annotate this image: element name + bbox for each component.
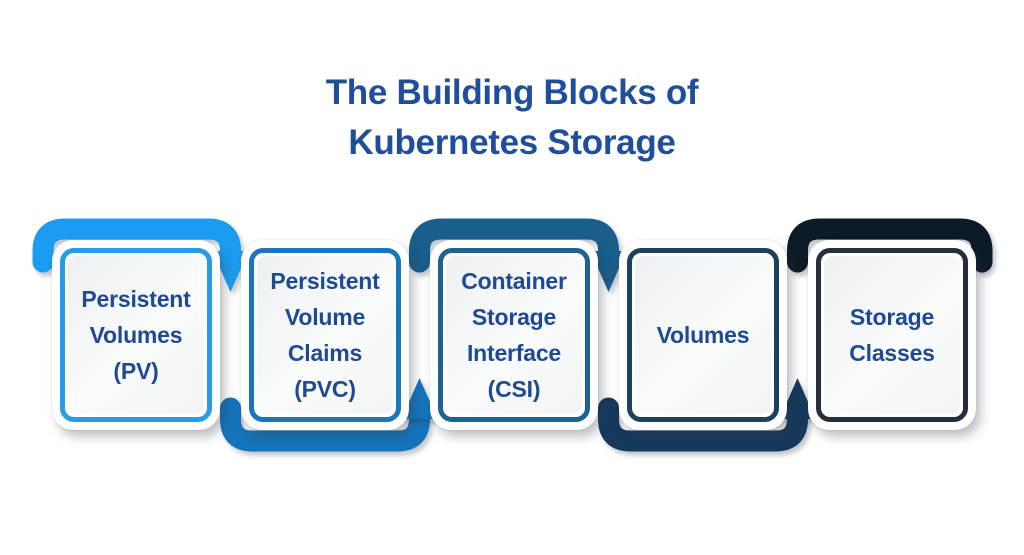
- page-title-line-1: The Building Blocks of: [325, 73, 699, 112]
- arrowhead-down-3-4-icon: [590, 251, 627, 292]
- bracket-arc-2: [220, 397, 430, 452]
- card-border-5: Storage Classes: [816, 248, 968, 422]
- card-label-line: Storage: [849, 304, 935, 330]
- arrowhead-down-1-2-icon: [212, 251, 249, 292]
- card-volumes: Volumes: [619, 240, 787, 430]
- card-label-line: (PV): [113, 358, 159, 384]
- card-content-3: Container Storage Interface (CSI): [446, 256, 582, 414]
- card-border-3: Container Storage Interface (CSI): [438, 248, 590, 422]
- card-label-line: Interface: [466, 340, 562, 366]
- card-label-line: Volume: [284, 304, 366, 330]
- page-title-line-2: Kubernetes Storage: [348, 122, 676, 162]
- arrowhead-up-2-3-icon: [401, 378, 438, 419]
- arrowhead-up-4-5-icon: [779, 378, 816, 419]
- card-container-storage-interface: Container Storage Interface (CSI): [430, 240, 598, 430]
- bracket-arc-3: [409, 218, 619, 273]
- card-content-4: Volumes: [635, 256, 771, 414]
- card-border-4: Volumes: [627, 248, 779, 422]
- card-persistent-volumes: Persistent Volumes (PV): [52, 240, 220, 430]
- card-border-1: Persistent Volumes (PV): [60, 248, 212, 422]
- card-border-2: Persistent Volume Claims (PVC): [249, 248, 401, 422]
- card-persistent-volume-claims: Persistent Volume Claims (PVC): [241, 240, 409, 430]
- card-label-line: Volumes: [89, 322, 183, 348]
- card-content-2: Persistent Volume Claims (PVC): [257, 256, 393, 414]
- card-label-line: Storage: [471, 304, 557, 330]
- card-content-5: Storage Classes: [824, 256, 960, 414]
- page-title: The Building Blocks of Kubernetes Storag…: [0, 68, 1024, 167]
- card-storage-classes: Storage Classes: [808, 240, 976, 430]
- card-label-line: Claims: [287, 340, 363, 366]
- bracket-arc-1: [32, 218, 241, 273]
- card-label-line: Classes: [849, 340, 935, 366]
- card-content-1: Persistent Volumes (PV): [68, 256, 204, 414]
- bracket-arc-4: [598, 397, 808, 452]
- card-label-line: (CSI): [487, 376, 541, 402]
- card-label-line: Persistent: [81, 286, 191, 312]
- card-label-line: Container: [461, 268, 567, 294]
- card-label-line: (PVC): [294, 376, 356, 402]
- card-label-line: Volumes: [656, 322, 750, 348]
- card-label-line: Persistent: [270, 268, 380, 294]
- bracket-arc-5: [787, 218, 993, 273]
